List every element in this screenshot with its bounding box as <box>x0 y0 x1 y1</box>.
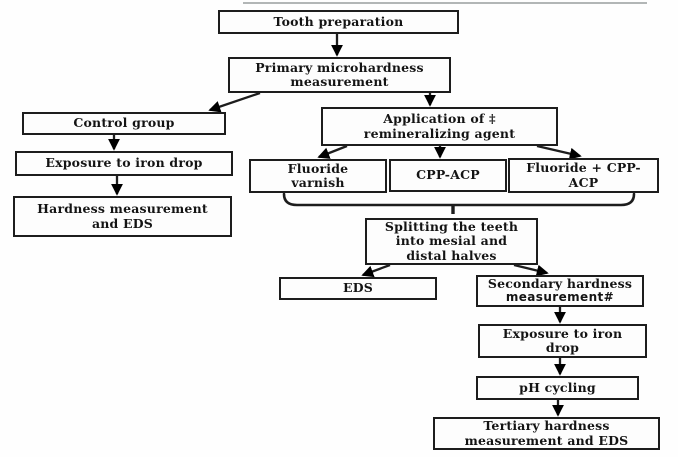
flow-node-label: Exposure to iron drop <box>45 155 203 171</box>
flow-node-label: Fluoride + CPP- <box>526 160 641 175</box>
arrow-application-to-fluoride-cpp <box>536 144 582 160</box>
flow-node-label: Primary microhardness <box>255 59 424 75</box>
arrow-splitting-to-secondary <box>513 263 549 277</box>
flow-node-exposure-iron-drop-left: Exposure to iron drop <box>15 151 233 176</box>
arrow-application-to-fluoride-varnish <box>317 144 348 159</box>
flow-node-label: remineralizing agent <box>363 125 516 141</box>
flow-node-label: Tooth preparation <box>273 13 404 29</box>
flow-node-ph-cycling: pH cycling <box>476 376 639 400</box>
flow-node-label: Fluoride <box>287 160 349 176</box>
flow-node-label: measurement# <box>505 290 615 305</box>
flow-node-fluoride-plus-cpp-acp: Fluoride + CPP-ACP <box>508 158 659 193</box>
flow-node-label: Application of ‡ <box>383 111 496 126</box>
flow-node-label: Exposure to iron <box>502 325 623 341</box>
flow-node-label: and EDS <box>91 215 154 231</box>
merge-bracket <box>282 192 636 207</box>
cropped-edge-artifact <box>243 2 647 4</box>
flow-node-label: measurement <box>290 74 389 89</box>
flow-node-eds: EDS <box>279 277 437 300</box>
flow-node-label: measurement and EDS <box>464 432 629 448</box>
flow-node-label: Secondary hardness <box>487 275 633 291</box>
flow-node-label: Hardness measurement <box>37 201 208 216</box>
flow-node-label: drop <box>545 340 580 355</box>
flow-node-label: Control group <box>73 115 175 131</box>
flow-node-label: Splitting the teeth <box>384 218 519 234</box>
flow-node-label: CPP-ACP <box>416 167 480 183</box>
flow-node-label: ACP <box>568 174 599 190</box>
arrow-primary-to-control <box>208 91 261 113</box>
flow-node-cpp-acp: CPP-ACP <box>389 159 507 192</box>
arrow-splitting-to-eds <box>361 263 391 278</box>
flow-node-label: distal halves <box>406 247 497 263</box>
flow-node-label: varnish <box>291 175 345 190</box>
flow-node-label: into mesial and <box>395 233 508 249</box>
flow-node-label: Tertiary hardness <box>483 418 610 433</box>
flow-node-application-remineralizing: Application of ‡remineralizing agent <box>321 107 558 146</box>
flow-node-tooth-preparation: Tooth preparation <box>218 10 459 34</box>
flow-node-label: pH cycling <box>519 379 596 395</box>
flow-node-label: EDS <box>343 280 373 296</box>
flow-node-control-group: Control group <box>22 112 226 135</box>
